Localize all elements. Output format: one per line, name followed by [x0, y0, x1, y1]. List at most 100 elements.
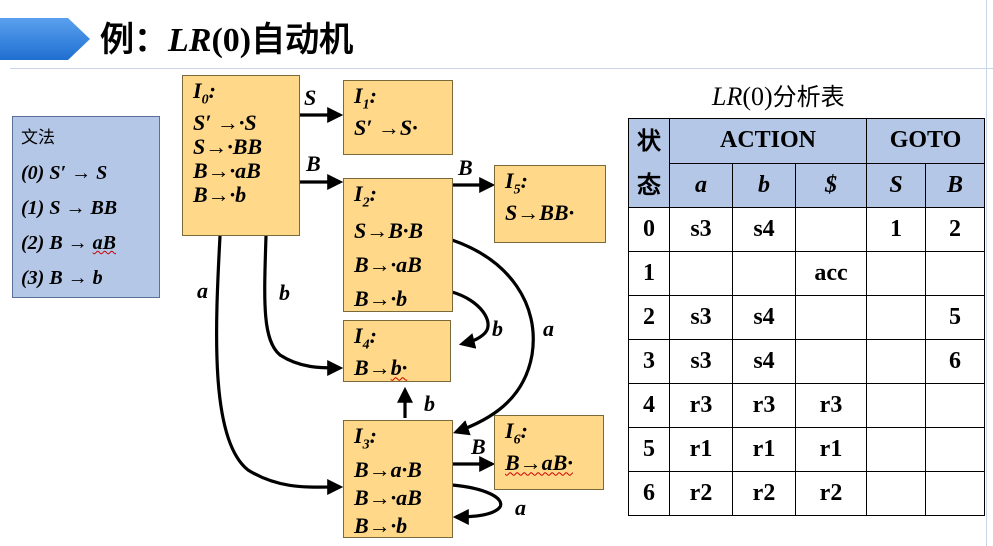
edge-label-i2-i5: B	[458, 155, 473, 180]
state-i5-name: I5:	[505, 168, 528, 198]
right-divider	[986, 0, 987, 546]
cell-a: r2	[669, 471, 733, 516]
edge-label-i3-i4: b	[424, 391, 435, 416]
row-state: 1	[628, 251, 670, 296]
cell-S	[866, 295, 926, 340]
edge-label-i2-i3: a	[543, 316, 554, 341]
col-header-a: a	[669, 162, 733, 208]
state-i0-name: I0:	[193, 78, 216, 108]
state-i2: I2: S→B·B B→·aB B→·b	[343, 178, 453, 312]
cell-b: r1	[732, 427, 796, 472]
table-row: 0 s3 s4 1 2	[628, 207, 985, 252]
state-i3-item-2: B→·b	[354, 513, 408, 539]
goto-header: GOTO	[866, 118, 985, 164]
cell-B: 2	[925, 207, 985, 252]
table-row: 5 r1 r1 r1	[628, 427, 985, 472]
state-i0-item-1: S→·BB	[193, 134, 263, 160]
cell-b: s4	[732, 207, 796, 252]
cell-b: r2	[732, 471, 796, 516]
col-header-dollar: $	[795, 162, 867, 208]
state-i1-name: I1:	[354, 83, 377, 113]
cell-S: 1	[866, 207, 926, 252]
table-caption: LR(0)分析表	[712, 82, 845, 112]
state-i6-item-wavy: B→aB·	[505, 450, 573, 476]
lr0-parse-table: 状态 ACTION GOTO a b $ S B 0 s3 s4 1 2 1 a…	[628, 118, 985, 516]
col-header-S: S	[866, 162, 926, 208]
state-i0-item-0: S′ →·S	[193, 110, 257, 136]
state-i1: I1: S′ →S·	[343, 80, 453, 155]
state-i3-name: I3:	[354, 423, 377, 453]
grammar-box: 文法 (0) S′ → S (1) S → BB (2) B → aB (3) …	[12, 116, 160, 298]
col-header-B: B	[925, 162, 985, 208]
cell-dollar: r1	[795, 427, 867, 472]
cell-dollar: r2	[795, 471, 867, 516]
state-i6-name: I6:	[505, 418, 528, 448]
table-row: 2 s3 s4 5	[628, 295, 985, 340]
title-suffix: 自动机	[251, 20, 354, 60]
cell-dollar: acc	[795, 251, 867, 296]
cell-a: s3	[669, 295, 733, 340]
state-i4-item-0: B→b·	[354, 355, 408, 381]
cell-S	[866, 427, 926, 472]
cell-B: 5	[925, 295, 985, 340]
state-i3: I3: B→a·B B→·aB B→·b	[343, 420, 453, 538]
row-state: 3	[628, 339, 670, 384]
state-i3-item-0: B→a·B	[354, 457, 422, 483]
edge-i0-i4	[263, 235, 344, 376]
state-i5: I5: S→BB·	[494, 165, 606, 243]
cell-B	[925, 251, 985, 296]
cell-a: s3	[669, 207, 733, 252]
table-row: 6 r2 r2 r2	[628, 471, 985, 516]
cell-B	[925, 383, 985, 428]
title-divider	[10, 68, 993, 69]
table-row: 3 s3 s4 6	[628, 339, 985, 384]
state-i0-item-3: B→·b	[193, 182, 247, 208]
state-i3-item-1: B→·aB	[354, 485, 422, 511]
title-lr: LR	[168, 22, 212, 59]
state-i6: I6: B→aB·	[494, 415, 604, 490]
state-i5-item-0: S→BB·	[505, 200, 575, 226]
cell-B: 6	[925, 339, 985, 384]
edge-label-i3-i6: B	[471, 434, 486, 459]
caption-cjk: 分析表	[772, 83, 845, 111]
edge-label-i0-i2: B	[306, 151, 321, 176]
state-i0-item-2: B→·aB	[193, 158, 261, 184]
state-i2-name: I2:	[354, 181, 377, 211]
edge-label-i3-i3: a	[515, 495, 526, 520]
title-prefix: 例：	[100, 20, 168, 60]
edge-label-i0-i1: S	[304, 85, 317, 110]
row-state: 4	[628, 383, 670, 428]
caption-zero: (0)	[742, 82, 773, 111]
state-i2-item-1: B→·aB	[354, 252, 422, 278]
row-state: 5	[628, 427, 670, 472]
edge-label-i0-i4: b	[279, 280, 290, 305]
grammar-production-0: (0) S′ → S	[21, 162, 108, 184]
cell-a: r3	[669, 383, 733, 428]
state-column-header: 状态	[628, 118, 670, 208]
table-row: 1 acc	[628, 251, 985, 296]
edge-label-i0-i3: a	[197, 278, 208, 303]
state-i4-item-wavy: b·	[390, 355, 408, 381]
title-arrow-icon	[0, 18, 90, 60]
page-title: 例：LR(0)自动机	[100, 18, 353, 63]
row-state: 6	[628, 471, 670, 516]
state-i4-name: I4:	[354, 323, 377, 353]
state-i4: I4: B→b·	[343, 320, 451, 382]
edge-label-i2-i4: b	[492, 316, 503, 341]
grammar-production-3: (3) B → b	[21, 267, 103, 289]
cell-b: r3	[732, 383, 796, 428]
cell-S	[866, 383, 926, 428]
production-2-body: aB	[92, 232, 117, 254]
table-row: 4 r3 r3 r3	[628, 383, 985, 428]
action-header: ACTION	[669, 118, 867, 164]
cell-B	[925, 471, 985, 516]
grammar-production-1: (1) S → BB	[21, 197, 118, 219]
state-i0: I0: S′ →·S S→·BB B→·aB B→·b	[182, 75, 300, 236]
edge-i2-i4	[451, 290, 490, 349]
cell-a: r1	[669, 427, 733, 472]
cell-B	[925, 427, 985, 472]
cell-b	[732, 251, 796, 296]
cell-dollar: r3	[795, 383, 867, 428]
cell-S	[866, 251, 926, 296]
grammar-heading: 文法	[21, 128, 55, 148]
